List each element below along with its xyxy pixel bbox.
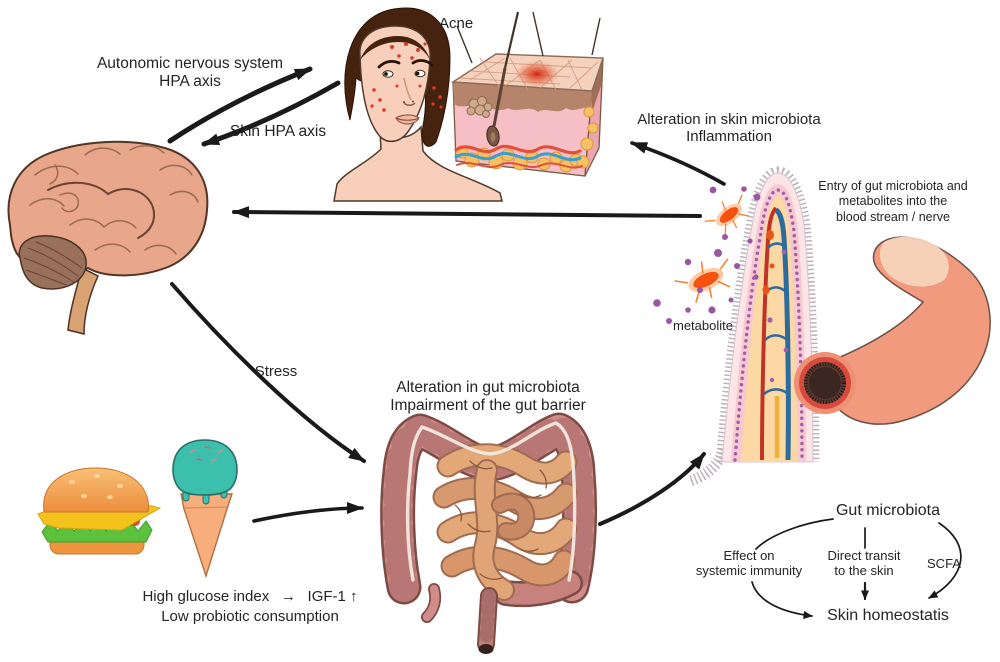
flow-arc-right bbox=[928, 522, 962, 599]
autonomic-nervous-system-label: Autonomic nervous system HPA axis bbox=[96, 55, 284, 90]
arrow-gutwall-to-brain bbox=[232, 206, 702, 219]
brain-illustration bbox=[7, 140, 209, 335]
arrow-brain-to-face bbox=[167, 66, 313, 144]
hair-follicle bbox=[492, 67, 507, 127]
colon-highlight bbox=[405, 421, 577, 582]
metabolite-dots bbox=[653, 186, 761, 324]
flow-arc-left-top bbox=[755, 518, 834, 550]
entry-gut-microbiota-label: Entry of gut microbiota and metabolites … bbox=[818, 179, 968, 224]
vessel-cut-face bbox=[794, 352, 856, 414]
blood-vessel-illustration bbox=[794, 236, 991, 425]
villus-illustration bbox=[688, 166, 820, 487]
cone bbox=[180, 493, 233, 579]
stress-label: Stress bbox=[254, 363, 298, 380]
alteration-gut-microbiota-label: Alteration in gut microbiota Impairment … bbox=[390, 379, 586, 414]
diet-factors-label: High glucose index → IGF-1 ↑ Low probiot… bbox=[142, 588, 358, 625]
nose bbox=[403, 77, 416, 106]
brain-stem bbox=[67, 266, 99, 335]
flow-arc-left-bottom bbox=[751, 581, 813, 619]
bacterium-icon bbox=[704, 194, 749, 235]
ice-cream-illustration bbox=[172, 439, 238, 579]
mouth bbox=[395, 114, 420, 125]
skin-homeostatis-label: Skin homeostatis bbox=[827, 607, 949, 624]
acne-dots bbox=[370, 42, 443, 112]
arrow-gut-to-gutwall bbox=[598, 452, 706, 526]
face bbox=[359, 25, 431, 143]
eyebrows bbox=[377, 59, 434, 69]
skin-cross-section-illustration bbox=[450, 11, 604, 177]
vessel-light-end bbox=[879, 236, 949, 287]
cerebellum-folds bbox=[23, 241, 83, 286]
epithelium-nuclei bbox=[733, 188, 804, 462]
villus-artery bbox=[760, 206, 778, 461]
cone-rim-line bbox=[183, 506, 228, 509]
translocated-metabolites bbox=[767, 249, 789, 383]
translocated-bacteria bbox=[762, 230, 775, 295]
skin-hairs bbox=[456, 11, 601, 69]
skin-hpa-axis-label: Skin HPA axis bbox=[229, 123, 327, 140]
alteration-skin-microbiota-label: Alteration in skin microbiota Inflammati… bbox=[637, 111, 821, 146]
sebaceous-gland bbox=[466, 96, 493, 118]
arrow-food-to-gut bbox=[252, 502, 364, 523]
top-bun bbox=[43, 467, 149, 513]
intestine-illustration bbox=[380, 412, 598, 654]
bacterium-icon bbox=[674, 258, 731, 303]
villus-vein bbox=[774, 207, 791, 461]
hairline bbox=[360, 36, 430, 60]
acne-label: Acne bbox=[439, 15, 474, 32]
scfa-label: SCFA bbox=[927, 556, 961, 571]
epidermis-side bbox=[592, 58, 603, 112]
scoop bbox=[172, 439, 238, 496]
follicle-bulb-core bbox=[490, 132, 496, 142]
brain-gyri bbox=[29, 145, 199, 255]
arrow-gutwall-to-skin bbox=[630, 141, 726, 186]
sesame-seeds bbox=[69, 474, 123, 499]
small-intestine bbox=[432, 443, 578, 601]
brain-sylvian-fissure bbox=[47, 181, 156, 239]
metabolite-label: metabolite bbox=[673, 318, 733, 333]
arrow-face-to-brain bbox=[201, 80, 341, 147]
face-illustration bbox=[333, 7, 503, 202]
appendix bbox=[422, 584, 440, 622]
vessel-tube bbox=[828, 236, 991, 425]
cerebellum bbox=[18, 235, 87, 290]
hamburger-illustration bbox=[37, 467, 162, 555]
sprinkles bbox=[189, 446, 223, 462]
arrow-stress-brain-to-gut bbox=[170, 282, 366, 463]
capillary-branches bbox=[763, 242, 788, 396]
neck-shoulders bbox=[333, 125, 503, 202]
gut-bacteria-illustration bbox=[653, 186, 761, 324]
blood-vessels bbox=[454, 144, 583, 169]
inflamed-spot bbox=[515, 61, 559, 87]
rectum-tip bbox=[478, 644, 494, 654]
gut-microbiota-label: Gut microbiota bbox=[835, 502, 941, 519]
arrows bbox=[167, 66, 962, 619]
direct-transit-label: Direct transit to the skin bbox=[827, 548, 901, 578]
eyes bbox=[382, 69, 426, 78]
effect-systemic-immunity-label: Effect on systemic immunity bbox=[695, 548, 803, 578]
